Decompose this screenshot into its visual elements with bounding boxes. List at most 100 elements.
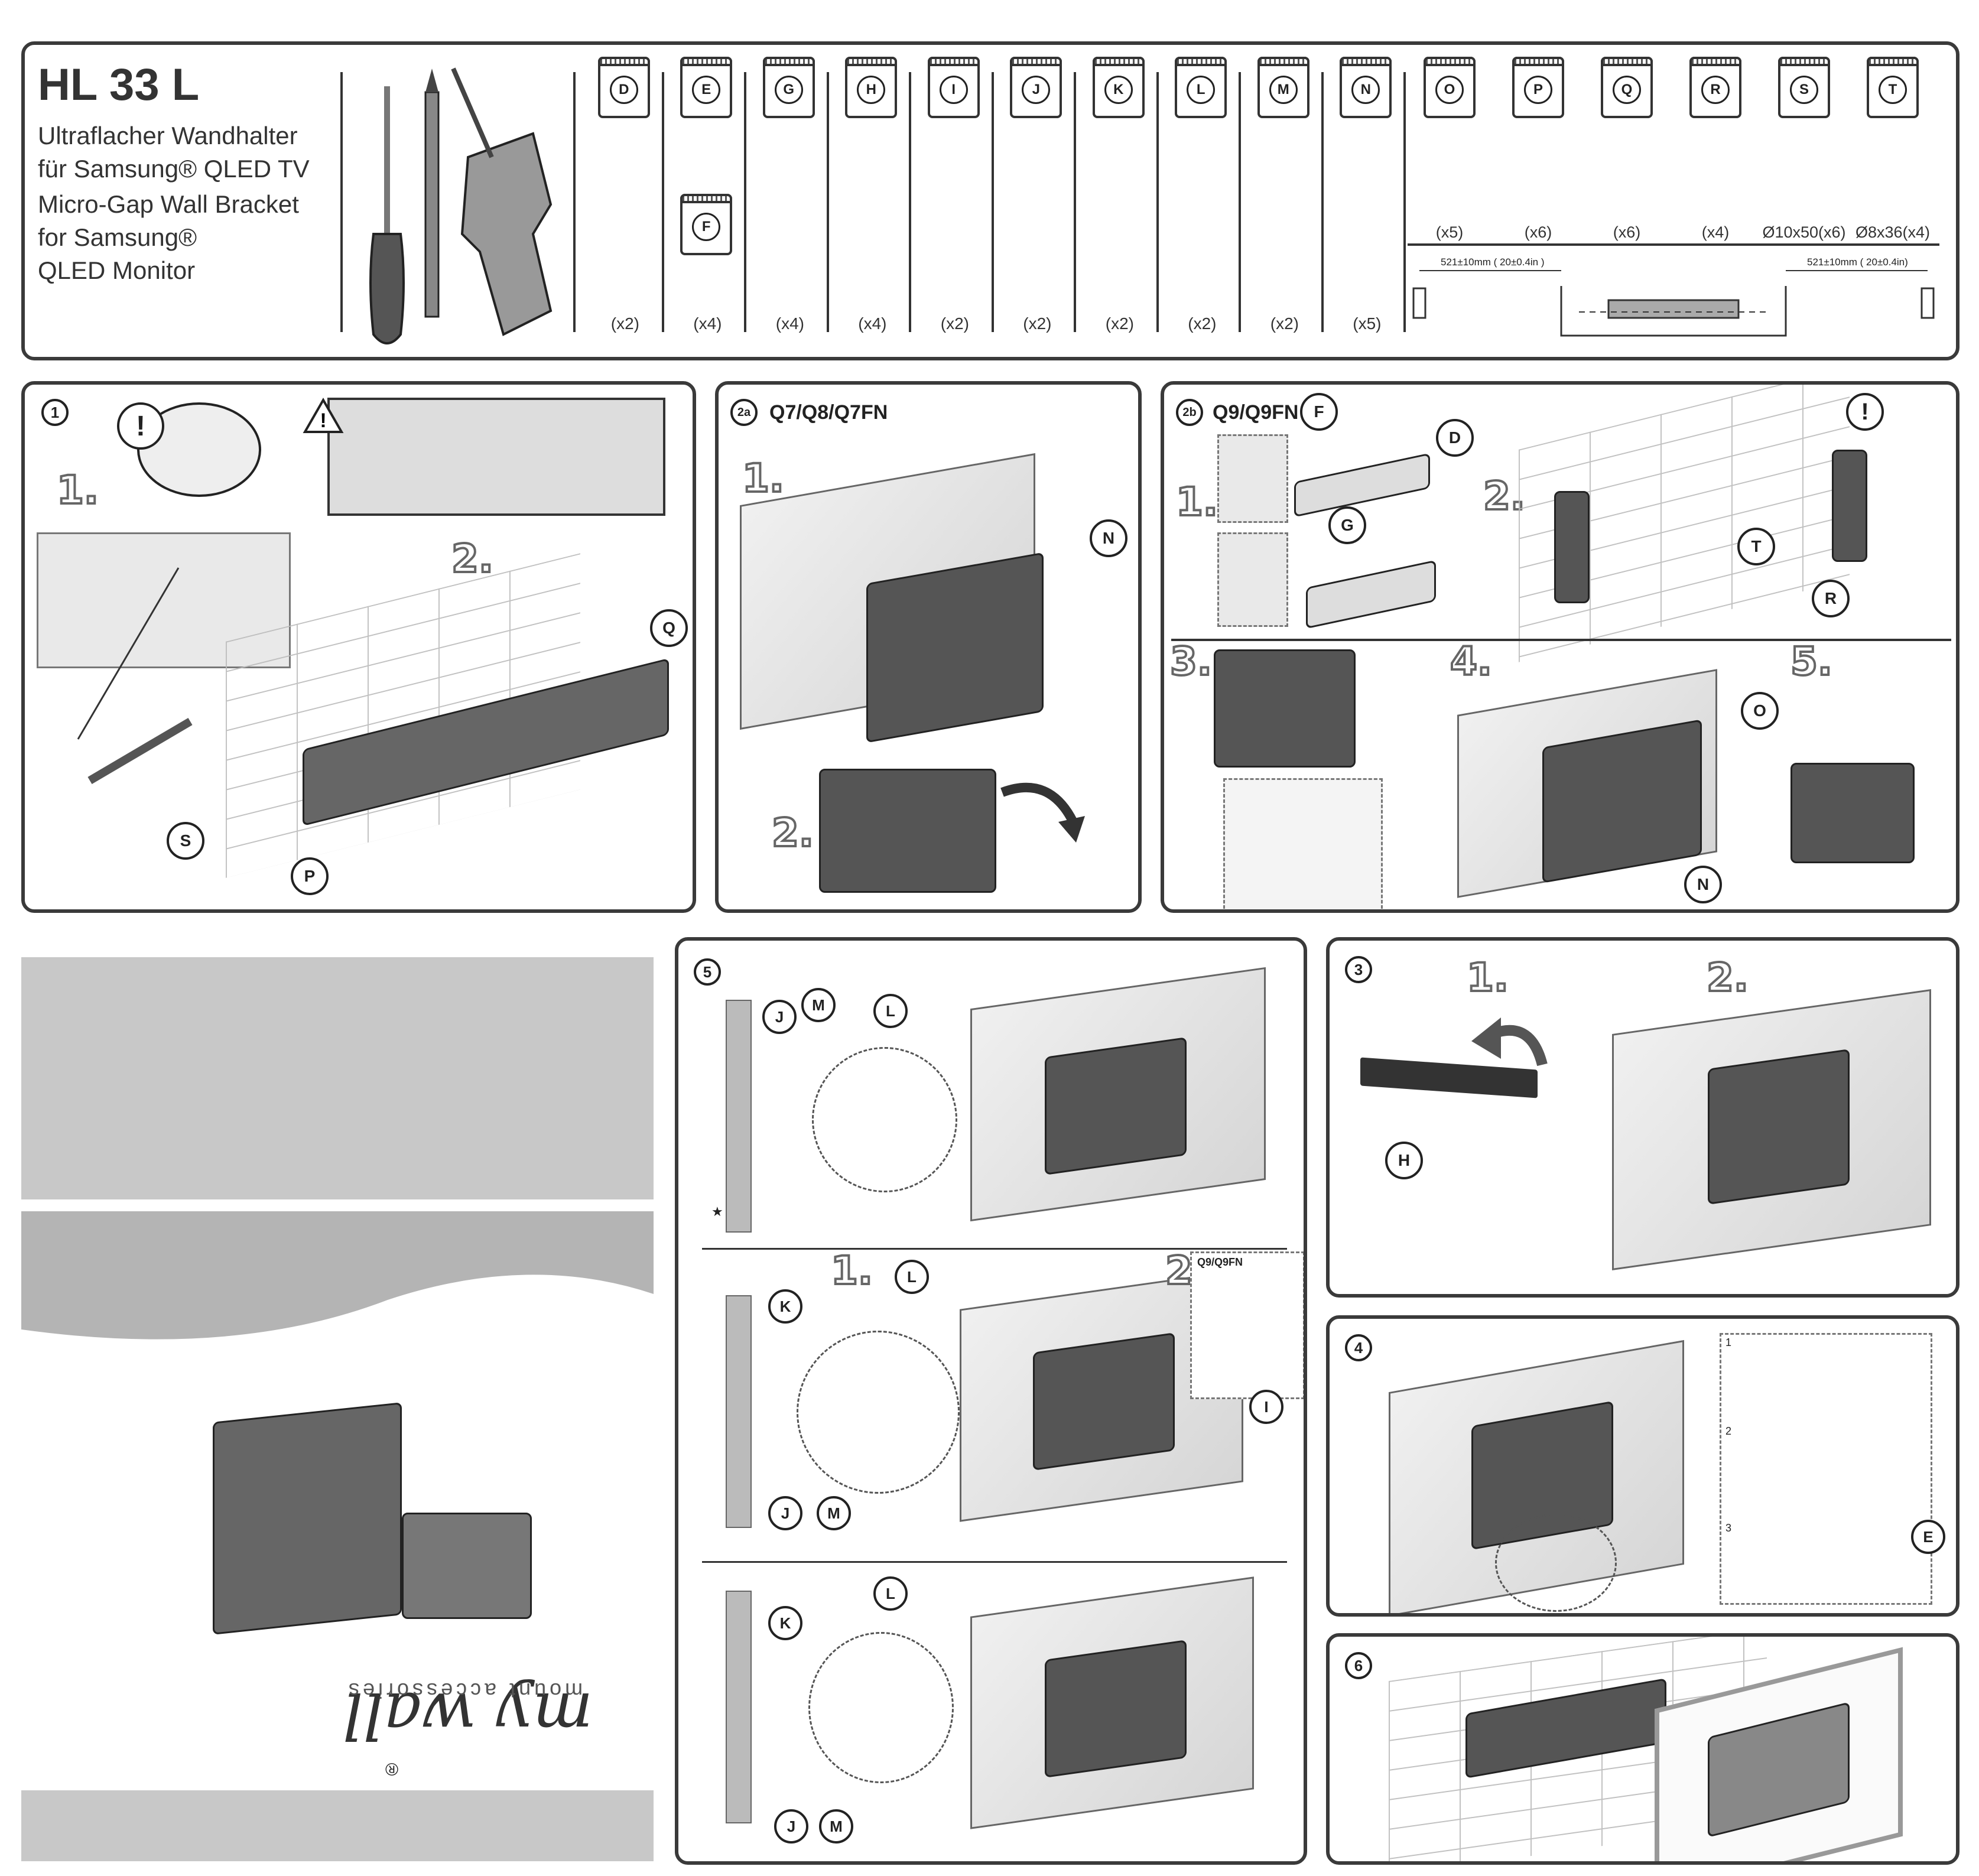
adapter-d	[1294, 453, 1430, 518]
divider	[1074, 72, 1076, 332]
label-l-1: L	[873, 994, 908, 1028]
step-3-panel: 3 1. 2. H	[1326, 937, 1959, 1298]
desc-en-1: Micro-Gap Wall Bracket	[38, 190, 299, 218]
tools-icon	[369, 67, 553, 344]
part-qty: (x4)	[1701, 223, 1730, 241]
dim-line	[1408, 243, 1939, 246]
parts-panel: HL 33 L Ultraflacher Wandhalter für Sams…	[21, 41, 1959, 360]
step-5-number: 5	[694, 958, 721, 986]
step-5-panel: 5 J M L 1. L K J M 2. Q9/Q9FN I L K J M …	[675, 937, 1307, 1865]
step-2a-panel: 2a Q7/Q8/Q7FN 1. N 2.	[715, 381, 1142, 913]
brand-reg: ®	[385, 1759, 399, 1779]
wall-profile-3	[726, 1591, 752, 1823]
part-letter: T	[1879, 76, 1907, 104]
bracket-3b	[1708, 1049, 1850, 1205]
step-2b-title: Q9/Q9FN	[1213, 401, 1299, 424]
divider	[1403, 72, 1406, 332]
part-bag-icon: H	[845, 57, 898, 118]
bracket-folded	[819, 769, 996, 893]
part-bag-icon: Q	[1601, 57, 1653, 118]
label-f: F	[1300, 393, 1338, 431]
part-letter: E	[692, 76, 721, 104]
desc-en-2: for Samsung®	[38, 223, 197, 251]
wall-profile-2	[726, 1295, 752, 1528]
step-3-sub-1: 1.	[1465, 954, 1510, 1002]
part-bag-icon: T	[1867, 57, 1919, 118]
desc-de-2: für Samsung® QLED TV	[38, 155, 310, 183]
part-k: K(x2)	[1077, 57, 1160, 352]
peel-arrow-icon	[1471, 1017, 1548, 1067]
label-t: T	[1737, 528, 1775, 565]
step-2b-panel: 2b Q9/Q9FN F D G 1. 2. T R ! 3. 4. O N 5…	[1161, 381, 1959, 913]
divider	[702, 1561, 1287, 1563]
q9-inset	[1190, 1251, 1304, 1399]
screw-callout-1	[812, 1047, 957, 1192]
step-1-sub-2: 2.	[450, 535, 495, 583]
bracket-5	[1790, 763, 1915, 863]
part-bag-icon: L	[1175, 57, 1227, 118]
part-o: O(x5)	[1405, 57, 1494, 352]
part-d: D(x2)	[583, 57, 665, 352]
part-qty: (x4)	[693, 314, 722, 333]
screw-callout-2	[797, 1331, 960, 1494]
cover-wave	[21, 1211, 654, 1339]
label-j-1: J	[762, 1000, 797, 1034]
label-p: P	[291, 857, 329, 895]
step-1-sub-1: 1.	[56, 466, 100, 514]
part-m: M (x2)	[1242, 57, 1325, 352]
part-qty: (x2)	[1270, 314, 1299, 333]
step-1-panel: 1 ! 1. ! 2. Q S P	[21, 381, 696, 913]
step-2a-title: Q7/Q8/Q7FN	[769, 401, 888, 424]
warning-icon-2b: !	[1846, 393, 1884, 431]
label-d: D	[1436, 419, 1474, 457]
cover-bracket-arm	[402, 1513, 532, 1619]
brand-tagline: mount accessories	[345, 1679, 583, 1703]
divider	[1321, 72, 1324, 332]
step-2b-sub-3: 3.	[1169, 638, 1213, 685]
part-bag-icon: M	[1257, 57, 1309, 118]
step-2a-number: 2a	[730, 399, 758, 426]
caution-panel	[327, 398, 665, 516]
label-r: R	[1812, 580, 1850, 617]
q9-inset-title: Q9/Q9FN	[1197, 1256, 1243, 1268]
label-g: G	[1328, 506, 1366, 544]
part-h: H (x4)	[830, 57, 913, 352]
bracket-5b	[1033, 1332, 1175, 1471]
part-bag-f: F	[680, 194, 733, 255]
divider	[826, 72, 829, 332]
part-qty: (x2)	[1105, 314, 1134, 333]
part-letter: L	[1187, 76, 1216, 104]
part-qty: (x4)	[858, 314, 887, 333]
bracket-5a	[1045, 1037, 1187, 1175]
divider	[1171, 639, 1951, 641]
bracket-4	[1542, 719, 1702, 883]
cover-bottom-block	[21, 1790, 654, 1861]
part-letter: N	[1351, 76, 1380, 104]
screw-callout-3	[808, 1632, 954, 1783]
cable-guide-inset	[1720, 1333, 1932, 1605]
cable-step-2: 2	[1725, 1425, 1732, 1437]
part-letter: G	[774, 76, 803, 104]
part-i: I(x2)	[912, 57, 995, 352]
pencil-icon	[77, 567, 193, 785]
tv-bracket	[866, 552, 1044, 743]
divider	[1239, 72, 1241, 332]
part-j: J(x2)	[995, 57, 1078, 352]
part-q: Q(x6)	[1582, 57, 1671, 352]
label-k-2: K	[768, 1289, 802, 1324]
label-n: N	[1090, 519, 1127, 557]
divider	[909, 72, 911, 332]
step-6-panel: 6	[1326, 1633, 1959, 1865]
divider	[661, 72, 664, 332]
hand-sketch-1	[1217, 434, 1288, 523]
label-j-2: J	[768, 1496, 802, 1530]
wall-profile-1	[726, 1000, 752, 1233]
step-3-sub-2: 2.	[1705, 954, 1750, 1002]
label-l-2: L	[895, 1260, 929, 1294]
label-n-2b: N	[1684, 866, 1722, 903]
part-e: E (x4)	[665, 57, 748, 352]
part-bag-icon: N	[1340, 57, 1392, 118]
bracket-5c	[1045, 1640, 1187, 1778]
part-bag-icon: O	[1424, 57, 1476, 118]
part-letter: H	[857, 76, 886, 104]
